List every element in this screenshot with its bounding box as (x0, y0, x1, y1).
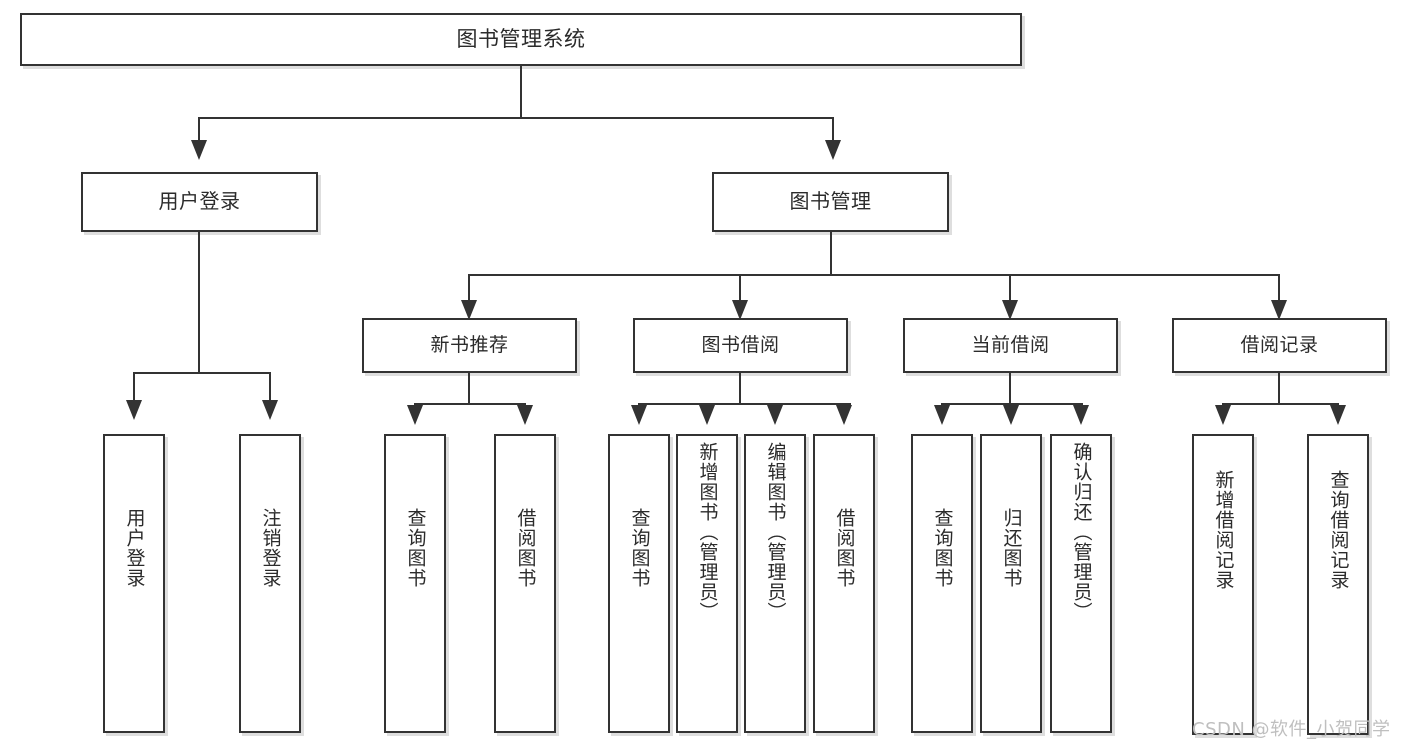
node-leaf-user-login-label: 用户登录 (123, 508, 146, 588)
connector-cb-bus (941, 403, 1083, 405)
node-leaf-query-book-2-label: 查询图书 (628, 508, 651, 588)
node-leaf-user-login[interactable]: 用户登录 (103, 434, 165, 733)
connector-bm-drop-3 (1009, 274, 1011, 306)
node-leaf-query-book-2[interactable]: 查询图书 (608, 434, 670, 733)
connector-cb-stem (1009, 373, 1011, 404)
connector-book-manage-bus (468, 274, 1280, 276)
connector-user-login-stem (198, 232, 200, 373)
arrow-to-leaf-confirm-return (1073, 405, 1089, 425)
node-leaf-query-book-1[interactable]: 查询图书 (384, 434, 446, 733)
connector-root-to-user-login (198, 117, 200, 145)
node-leaf-borrow-book-1-label: 借阅图书 (514, 508, 537, 588)
connector-bb-bus (638, 403, 851, 405)
node-new-book-rec[interactable]: 新书推荐 (362, 318, 577, 373)
node-book-borrow[interactable]: 图书借阅 (633, 318, 848, 373)
arrow-to-borrow-record (1271, 300, 1287, 320)
connector-br-bus (1222, 403, 1339, 405)
arrow-to-leaf-logout-login (262, 400, 278, 420)
arrow-to-leaf-query-book-1 (407, 405, 423, 425)
node-borrow-record-label: 借阅记录 (1240, 334, 1319, 357)
node-leaf-logout-login[interactable]: 注销登录 (239, 434, 301, 733)
node-root[interactable]: 图书管理系统 (20, 13, 1022, 66)
connector-user-login-drop-1 (133, 372, 135, 404)
node-leaf-add-record-label: 新增借阅记录 (1212, 470, 1235, 590)
node-current-borrow[interactable]: 当前借阅 (903, 318, 1118, 373)
node-leaf-query-book-1-label: 查询图书 (404, 508, 427, 588)
node-book-borrow-label: 图书借阅 (701, 334, 780, 357)
node-leaf-query-record-label: 查询借阅记录 (1327, 470, 1350, 590)
node-leaf-add-book-label: 新增图书（管理员） (696, 442, 719, 622)
node-book-manage[interactable]: 图书管理 (712, 172, 949, 232)
connector-root-stem (520, 66, 522, 118)
node-leaf-confirm-return-label: 确认归还（管理员） (1070, 442, 1093, 622)
connector-root-to-book-manage (832, 117, 834, 145)
node-leaf-edit-book[interactable]: 编辑图书（管理员） (744, 434, 806, 733)
arrow-to-user-login (191, 140, 207, 160)
node-leaf-logout-login-label: 注销登录 (259, 508, 282, 588)
arrow-to-leaf-query-book-3 (934, 405, 950, 425)
arrow-to-leaf-add-book (699, 405, 715, 425)
node-leaf-edit-book-label: 编辑图书（管理员） (764, 442, 787, 622)
arrow-to-new-book-rec (461, 300, 477, 320)
node-user-login-label: 用户登录 (158, 189, 241, 214)
node-borrow-record[interactable]: 借阅记录 (1172, 318, 1387, 373)
connector-user-login-bus (133, 372, 270, 374)
connector-book-manage-stem (830, 232, 832, 275)
connector-root-bus (198, 117, 834, 119)
node-leaf-add-book[interactable]: 新增图书（管理员） (676, 434, 738, 733)
node-root-label: 图书管理系统 (456, 27, 586, 52)
arrow-to-current-borrow (1002, 300, 1018, 320)
node-new-book-rec-label: 新书推荐 (430, 334, 509, 357)
node-leaf-query-record[interactable]: 查询借阅记录 (1307, 434, 1369, 735)
connector-user-login-drop-2 (269, 372, 271, 404)
arrow-to-book-manage (825, 140, 841, 160)
arrow-to-leaf-add-record (1215, 405, 1231, 425)
node-leaf-add-record[interactable]: 新增借阅记录 (1192, 434, 1254, 735)
node-user-login[interactable]: 用户登录 (81, 172, 318, 232)
arrow-to-leaf-query-book-2 (631, 405, 647, 425)
node-leaf-query-book-3[interactable]: 查询图书 (911, 434, 973, 733)
node-leaf-return-book-label: 归还图书 (1000, 508, 1023, 588)
arrow-to-leaf-borrow-book-1 (517, 405, 533, 425)
node-leaf-confirm-return[interactable]: 确认归还（管理员） (1050, 434, 1112, 733)
node-current-borrow-label: 当前借阅 (971, 334, 1050, 357)
connector-bb-stem (739, 373, 741, 404)
connector-bm-drop-2 (739, 274, 741, 306)
arrow-to-leaf-query-record (1330, 405, 1346, 425)
connector-br-stem (1278, 373, 1280, 404)
arrow-to-leaf-return-book (1003, 405, 1019, 425)
node-leaf-borrow-book-2[interactable]: 借阅图书 (813, 434, 875, 733)
node-book-manage-label: 图书管理 (789, 189, 872, 214)
connector-nbr-stem (468, 373, 470, 404)
node-leaf-borrow-book-1[interactable]: 借阅图书 (494, 434, 556, 733)
node-leaf-borrow-book-2-label: 借阅图书 (833, 508, 856, 588)
node-leaf-query-book-3-label: 查询图书 (931, 508, 954, 588)
arrow-to-leaf-user-login (126, 400, 142, 420)
node-leaf-return-book[interactable]: 归还图书 (980, 434, 1042, 733)
arrow-to-leaf-edit-book (767, 405, 783, 425)
connector-bm-drop-4 (1278, 274, 1280, 306)
arrow-to-leaf-borrow-book-2 (836, 405, 852, 425)
connector-nbr-bus (414, 403, 526, 405)
arrow-to-book-borrow (732, 300, 748, 320)
connector-bm-drop-1 (468, 274, 470, 306)
